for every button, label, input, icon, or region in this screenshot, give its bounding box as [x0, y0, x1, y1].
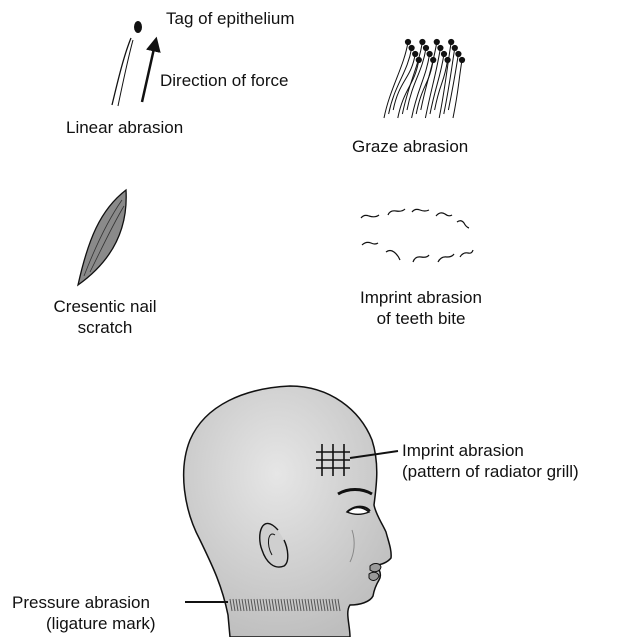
graze-tag-dot	[438, 45, 443, 50]
teeth-line-2: of teeth bite	[336, 308, 506, 329]
graze-tag-dot	[420, 39, 425, 44]
lips	[370, 563, 381, 571]
graze-tag-dot	[413, 51, 418, 56]
pressure-line-1: Pressure abrasion	[12, 592, 156, 613]
label-tag-of-epithelium: Tag of epithelium	[166, 8, 295, 29]
label-direction-of-force: Direction of force	[160, 70, 289, 91]
epithelium-tag	[134, 21, 142, 33]
graze-tag-dot	[423, 45, 428, 50]
graze-tag-dot	[441, 51, 446, 56]
cresentic-line-1: Cresentic nail	[30, 296, 180, 317]
cresentic-nail-scratch-figure	[78, 190, 126, 285]
graze-tag-dot	[427, 51, 432, 56]
graze-tag-dot	[409, 45, 414, 50]
graze-tag-dot	[456, 51, 461, 56]
cresentic-line-2: scratch	[30, 317, 180, 338]
grill-line-2: (pattern of radiator grill)	[402, 461, 579, 482]
graze-tag-dot	[445, 57, 450, 62]
teeth-bite-imprint-figure	[361, 209, 473, 262]
linear-abrasion-line	[112, 38, 131, 105]
teeth-line-1: Imprint abrasion	[336, 287, 506, 308]
grill-line-1: Imprint abrasion	[402, 440, 579, 461]
head-profile-figure	[184, 386, 398, 637]
label-radiator-grill: Imprint abrasion (pattern of radiator gr…	[402, 440, 579, 482]
label-linear-abrasion: Linear abrasion	[66, 117, 183, 138]
graze-strand	[453, 60, 462, 118]
label-graze-abrasion: Graze abrasion	[352, 136, 468, 157]
linear-abrasion-figure	[112, 21, 155, 106]
direction-arrow	[142, 44, 155, 102]
graze-tag-dot	[449, 39, 454, 44]
graze-tag-dot	[434, 39, 439, 44]
label-cresentic-nail-scratch: Cresentic nail scratch	[30, 296, 180, 338]
label-teeth-bite: Imprint abrasion of teeth bite	[336, 287, 506, 329]
graze-abrasion-figure	[384, 39, 465, 118]
label-pressure-abrasion: Pressure abrasion (ligature mark)	[12, 592, 156, 634]
pressure-line-2: (ligature mark)	[12, 613, 156, 634]
graze-tag-dot	[452, 45, 457, 50]
graze-tag-dot	[405, 39, 410, 44]
graze-tag-dot	[459, 57, 464, 62]
